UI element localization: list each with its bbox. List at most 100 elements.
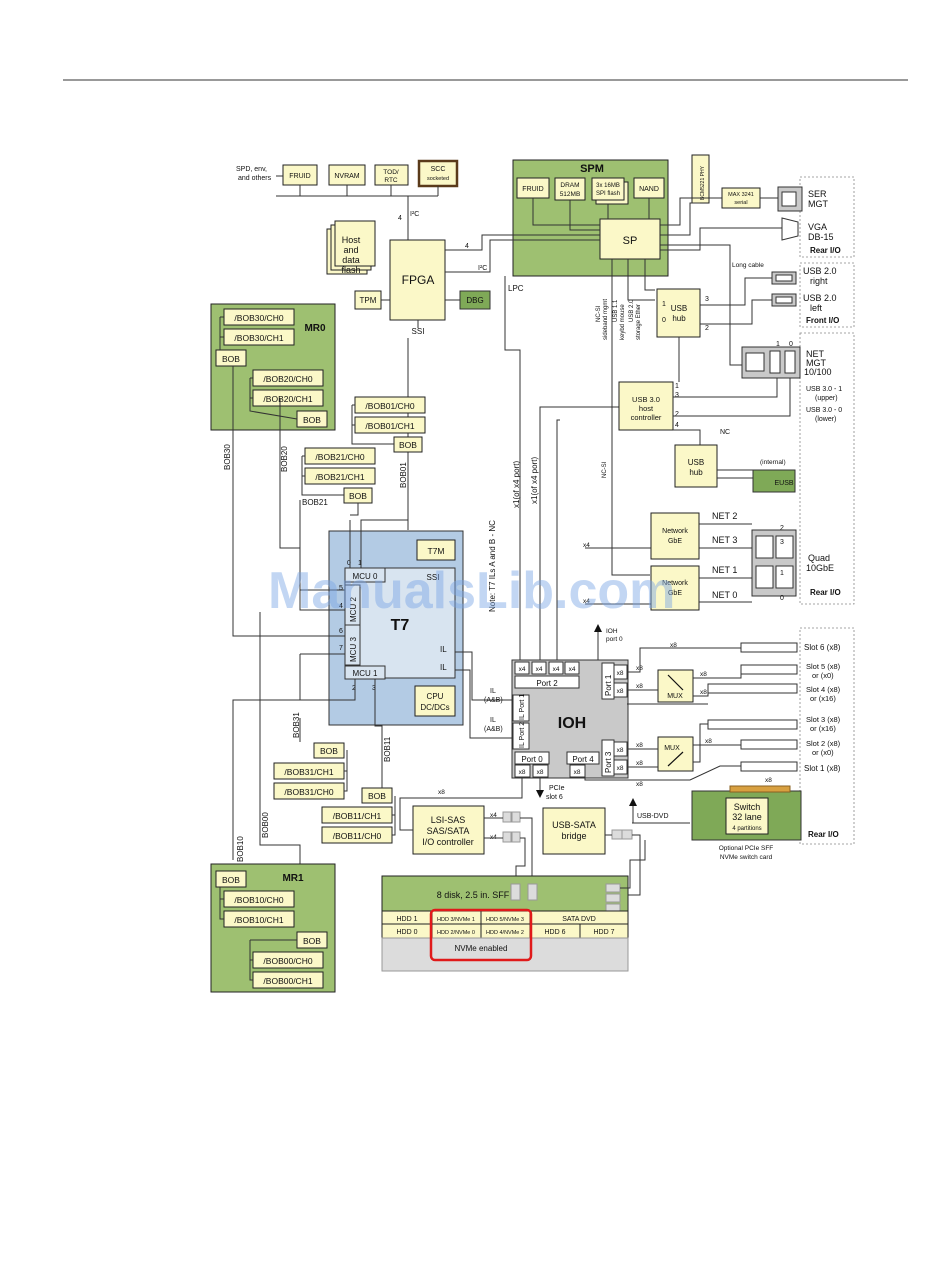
spi-flash-box <box>591 177 625 201</box>
sas-connector-1b <box>511 811 521 823</box>
usb11-label: USB 1.1 <box>613 299 619 322</box>
fpga-i2c-count: 4 <box>465 243 469 250</box>
usb-hub-1-port-0: 0 <box>662 317 666 324</box>
lsi-x4-a-label: x4 <box>490 812 497 819</box>
usb-left-label-2: left <box>810 303 823 313</box>
usb-hub-1-l1: USB <box>671 304 687 313</box>
mcu0-box <box>344 567 386 583</box>
net-x4-label: x4 <box>583 542 590 549</box>
host-flash-l3: data <box>342 255 360 265</box>
mux-1-arrow-icon <box>667 674 684 691</box>
ioh-port2-box <box>514 675 580 689</box>
ioh-il-port1-label: IL Port 1 <box>519 694 526 720</box>
mr1-bob-b-label: BOB <box>303 936 321 946</box>
usb3-port-2: 2 <box>675 411 679 418</box>
hdd5-label: HDD 5/NVMe 3 <box>486 917 524 923</box>
hdd2-label: HDD 2/NVMe 0 <box>437 930 475 936</box>
slot2-label: Slot 2 (x8) <box>806 739 841 748</box>
usb-left-label: USB 2.0 <box>803 293 837 303</box>
switch-partitions-label: 4 partitions <box>732 826 761 832</box>
usb20-storage-label: storage Ether <box>636 304 642 340</box>
ioh-il-port1 <box>512 694 530 722</box>
bob11-ch0-label: /BOB11/CH0 <box>333 831 382 841</box>
slot5-alt-label: or (x0) <box>812 671 834 680</box>
pcie-slot6-arrow <box>536 790 544 798</box>
sas-connector-2a <box>502 831 512 843</box>
ser-label: SER <box>808 189 827 199</box>
quad-port-2 <box>775 535 794 559</box>
backplane-sas-connector-a <box>510 883 521 901</box>
ioh-il-ab-1b: (A&B) <box>484 697 503 704</box>
dbg-label: DBG <box>466 296 483 305</box>
nvme-switch-card: Switch 32 lane 4 partitions x8 Optional … <box>691 777 802 861</box>
host-flash-l2: and <box>343 245 358 255</box>
usb-hub-1-box <box>656 288 701 338</box>
backplane-bottom <box>381 937 629 972</box>
fruid-label: FRUID <box>289 173 310 180</box>
usb3-controller-l2: host <box>639 404 654 413</box>
vga-connector-icon <box>781 217 799 241</box>
mr0-title: MR0 <box>304 323 326 334</box>
net-mgt-label-3: 10/100 <box>804 367 832 377</box>
bob31-wire-label: BOB31 <box>292 712 301 738</box>
nand-label: NAND <box>639 186 659 193</box>
bob21-ch0-label: /BOB21/CH0 <box>315 452 364 462</box>
network-gbe-2-l2: GbE <box>668 590 682 597</box>
quad-label-1: 1 <box>780 570 784 577</box>
bcm-phy-box <box>691 154 710 204</box>
io-panels: SER MGT VGA DB-15 Rear I/O Long cable US… <box>732 176 855 845</box>
slot6-connector <box>740 642 798 653</box>
usb-dvd-label: USB-DVD <box>637 813 669 820</box>
slot1-label: Slot 1 (x8) <box>804 764 841 773</box>
front-io-label: Front I/O <box>806 316 839 325</box>
rear-io-label-3: Rear I/O <box>808 830 839 839</box>
ioh-x4-d <box>564 661 580 675</box>
usb-sata-connector-b <box>621 829 633 840</box>
rear-io-panel-3 <box>799 627 855 845</box>
slot4-connector <box>707 683 798 694</box>
bob01-ch1-label: /BOB01/CH1 <box>365 421 414 431</box>
ioh-x4-d-label: x4 <box>569 666 576 673</box>
rtc-label: RTC <box>384 177 398 184</box>
eusb-box <box>752 469 796 493</box>
slot-x8-i: x8 <box>636 781 643 788</box>
host-flash-box <box>334 220 376 267</box>
usb-left-port <box>775 296 793 304</box>
mux-2-label: MUX <box>664 745 680 752</box>
backplane-connector-e <box>605 903 621 912</box>
mux-2-arrow-icon <box>667 751 684 767</box>
usb3-port-4: 4 <box>675 422 679 429</box>
mcu3-box <box>344 624 361 666</box>
t7-il-2-label: IL <box>440 663 447 672</box>
x1-port-label-b: x1(of x4 port) <box>530 457 539 504</box>
mr1-bob-a-label: BOB <box>222 875 240 885</box>
lpc-label: LPC <box>508 284 524 293</box>
net-x4b-label: x4 <box>583 598 590 605</box>
slot3-alt-label: or (x16) <box>810 724 836 733</box>
rear-io-panel-2 <box>799 332 855 605</box>
rear-io-label-1: Rear I/O <box>810 246 841 255</box>
bob20-ch0-label: /BOB20/CH0 <box>263 374 312 384</box>
slot2-alt-label: or (x0) <box>812 748 834 757</box>
t7-cpu: T7 T7M MCU 0 MCU 2 MCU 3 MCU 1 SSI IL IL… <box>232 366 512 932</box>
long-cable-label: Long cable <box>732 262 764 269</box>
usb-hub-1-l2: hub <box>672 314 686 323</box>
net-mgt-label-1: NET <box>806 349 825 359</box>
switch-label: Switch <box>734 802 761 812</box>
slot-x8-e: x8 <box>700 689 707 696</box>
spi-flash-label: SPI flash <box>596 191 620 197</box>
spi-label: 3x 16MB <box>596 183 620 189</box>
slot5-connector <box>740 664 798 675</box>
host-flash-l1: Host <box>342 235 361 245</box>
watermark: ManualsLib.com <box>268 562 675 620</box>
t7-die <box>344 567 456 679</box>
usb-sata-connector-a <box>611 829 623 840</box>
ioh-il-ab-2b: (A&B) <box>484 726 503 733</box>
quad-label: Quad <box>808 553 830 563</box>
usb-hub-2-l2: hub <box>689 468 703 477</box>
bob30-ch0-label: /BOB30/CH0 <box>234 313 283 323</box>
tpm-label: TPM <box>360 296 377 305</box>
mr0-bob-b-label: BOB <box>303 415 321 425</box>
ioh-port4-label: Port 4 <box>572 755 594 764</box>
nvme-enabled-label: NVMe enabled <box>455 944 508 953</box>
